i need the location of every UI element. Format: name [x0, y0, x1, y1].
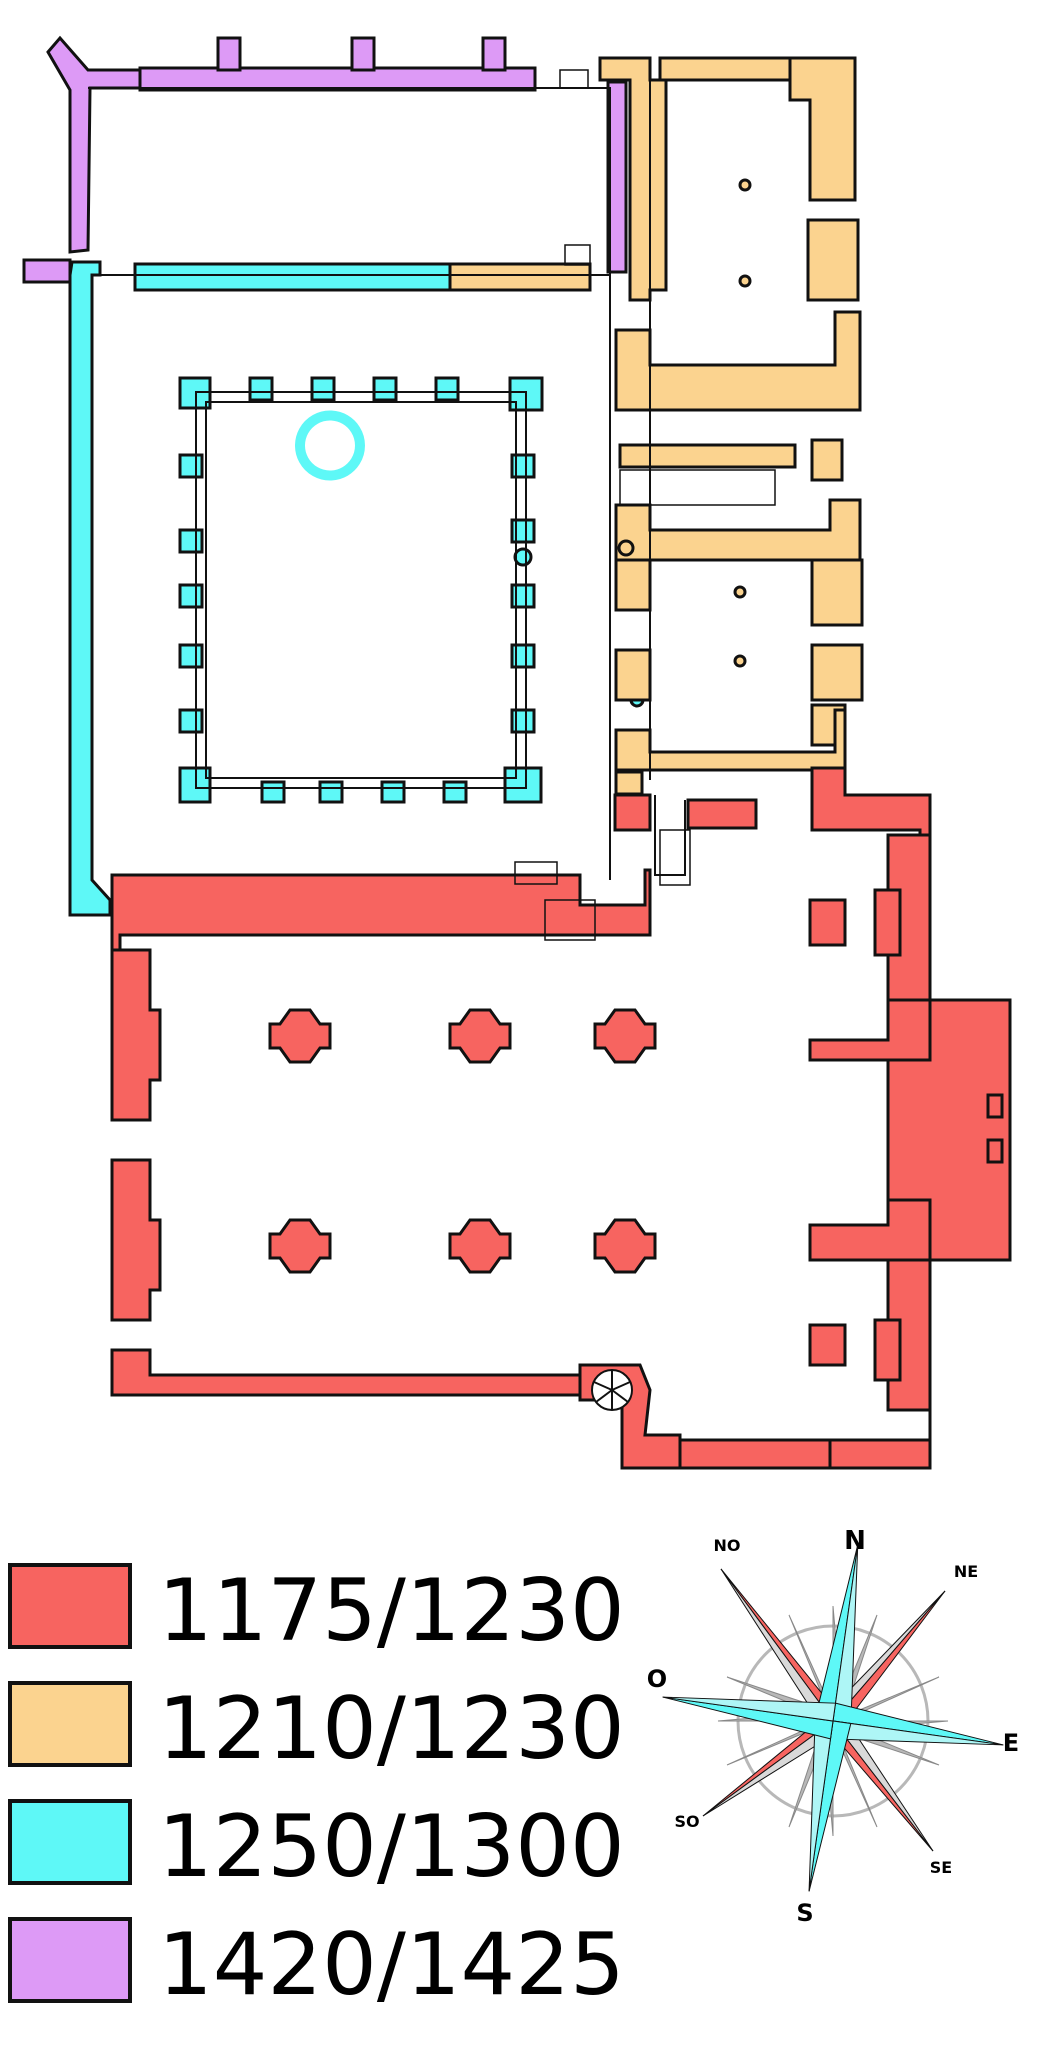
compass-label-so: SO	[674, 1812, 699, 1831]
north-wall-purple	[46, 35, 142, 254]
compass-cardinal-points	[662, 1544, 1004, 1892]
outlines	[88, 80, 686, 916]
legend-item-1210: 1210/1230	[8, 1679, 625, 1779]
buttress-2	[350, 36, 376, 72]
period-1210-walls	[448, 56, 864, 796]
legend-label-1250: 1250/1300	[158, 1797, 625, 1897]
legend-item-1250: 1250/1300	[8, 1797, 625, 1897]
stairs	[514, 69, 776, 941]
compass-label-e: E	[1003, 1729, 1019, 1757]
compass-rose: N NE E SE S SO O NO	[647, 1526, 1019, 1927]
north-inner-wall-cyan	[133, 262, 452, 292]
church-west-wall	[110, 948, 162, 1122]
legend-swatch-1175	[8, 1563, 132, 1649]
legend-label-1175: 1175/1230	[158, 1561, 625, 1661]
period-1250-walls	[68, 260, 645, 917]
compass-label-ne: NE	[954, 1562, 978, 1581]
church-north-annex	[613, 793, 652, 832]
legend-swatch-1250	[8, 1799, 132, 1885]
legend-swatch-1420	[8, 1917, 132, 2003]
legend-swatch-1210	[8, 1681, 132, 1767]
compass-intercardinal-points	[702, 1568, 946, 1852]
north-wall-segment	[138, 66, 537, 92]
west-wall-cyan	[68, 260, 112, 917]
compass-label-s: S	[796, 1899, 813, 1927]
legend-item-1420: 1420/1425	[8, 1915, 625, 2015]
cloister-outline	[195, 391, 527, 789]
west-stub	[22, 258, 72, 284]
buttress-3	[481, 36, 507, 72]
legend-label-1210: 1210/1230	[158, 1679, 625, 1779]
north-inner-wall-orange	[448, 262, 592, 292]
nave-piers	[268, 1008, 657, 1274]
church-north-wall	[110, 868, 652, 952]
compass-label-no: NO	[714, 1536, 741, 1555]
compass-label-se: SE	[930, 1858, 952, 1877]
period-1175-walls	[110, 766, 1012, 1470]
church-east-wall	[828, 833, 1012, 1470]
buttress-1	[216, 36, 242, 72]
compass-label-n: N	[844, 1526, 866, 1556]
spiral-stair	[591, 1369, 633, 1411]
period-1420-walls	[22, 35, 628, 284]
east-wall-purple	[606, 80, 628, 274]
legend-label-1420: 1420/1425	[158, 1915, 625, 2015]
well	[295, 410, 365, 481]
legend-item-1175: 1175/1230	[8, 1561, 625, 1661]
legend: 1175/1230 1210/1230 1250/1300 1420/1425	[8, 1561, 625, 2015]
compass-label-o: O	[647, 1665, 667, 1693]
church-south-wall	[110, 1348, 582, 1397]
